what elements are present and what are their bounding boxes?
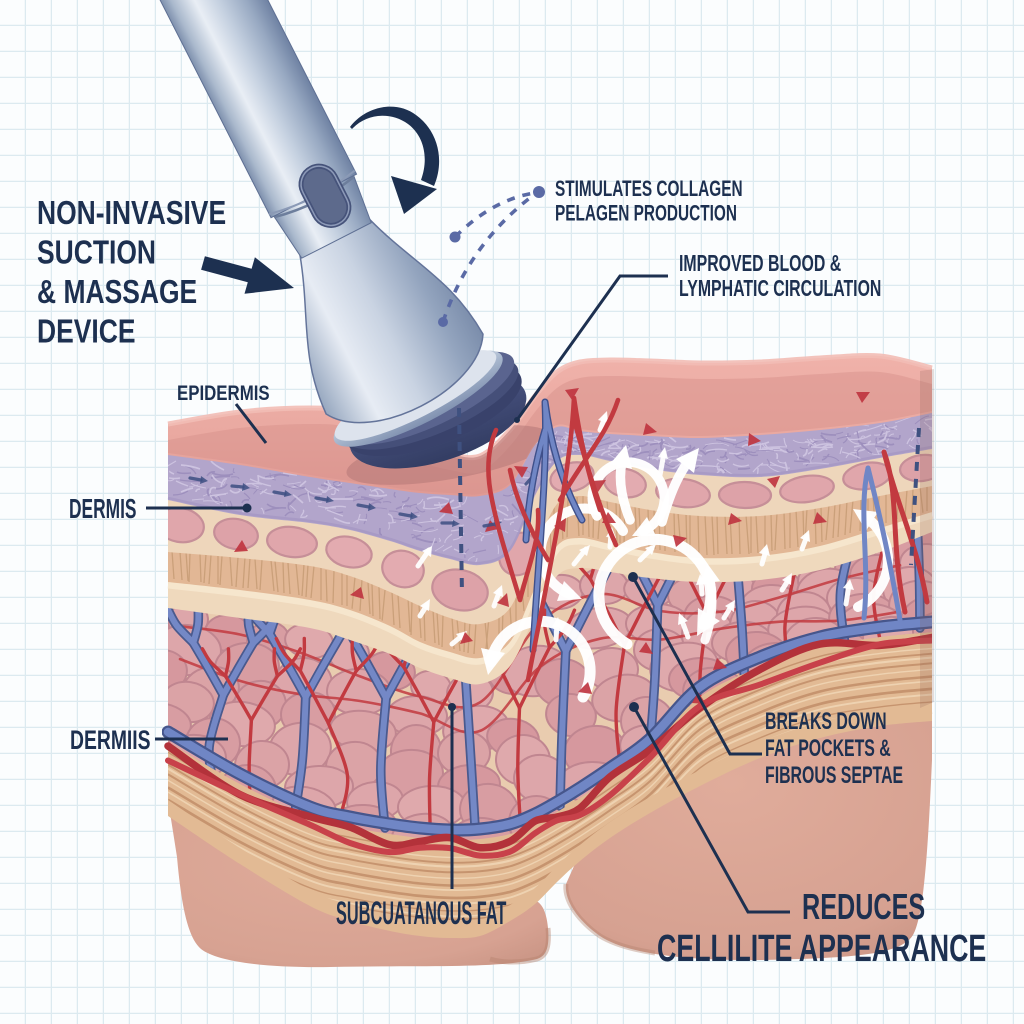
svg-text:NON-INVASIVE: NON-INVASIVE [37,195,226,232]
svg-text:EPIDERMIS: EPIDERMIS [177,381,270,406]
svg-text:SUCTION: SUCTION [37,235,156,272]
svg-text:CELLILITE APPEARANCE: CELLILITE APPEARANCE [657,926,986,969]
svg-text:& MASSAGE: & MASSAGE [37,274,197,311]
svg-text:BREAKS DOWN: BREAKS DOWN [765,709,887,735]
svg-text:LYMPHATIC CIRCULATION: LYMPHATIC CIRCULATION [679,276,881,302]
svg-text:FAT POCKETS &: FAT POCKETS & [765,736,891,762]
svg-text:IMPROVED BLOOD &: IMPROVED BLOOD & [679,251,841,277]
svg-text:DEVICE: DEVICE [37,314,135,351]
svg-text:STIMULATES COLLAGEN: STIMULATES COLLAGEN [555,177,743,201]
svg-text:PELAGEN PRODUCTION: PELAGEN PRODUCTION [555,202,737,226]
svg-text:FIBROUS SEPTAE: FIBROUS SEPTAE [765,763,903,789]
svg-text:REDUCES: REDUCES [802,887,925,928]
svg-text:DERMIS: DERMIS [69,493,136,524]
svg-text:DERMIIS: DERMIIS [70,725,151,755]
svg-text:SUBCUATANOUS FAT: SUBCUATANOUS FAT [336,896,507,931]
